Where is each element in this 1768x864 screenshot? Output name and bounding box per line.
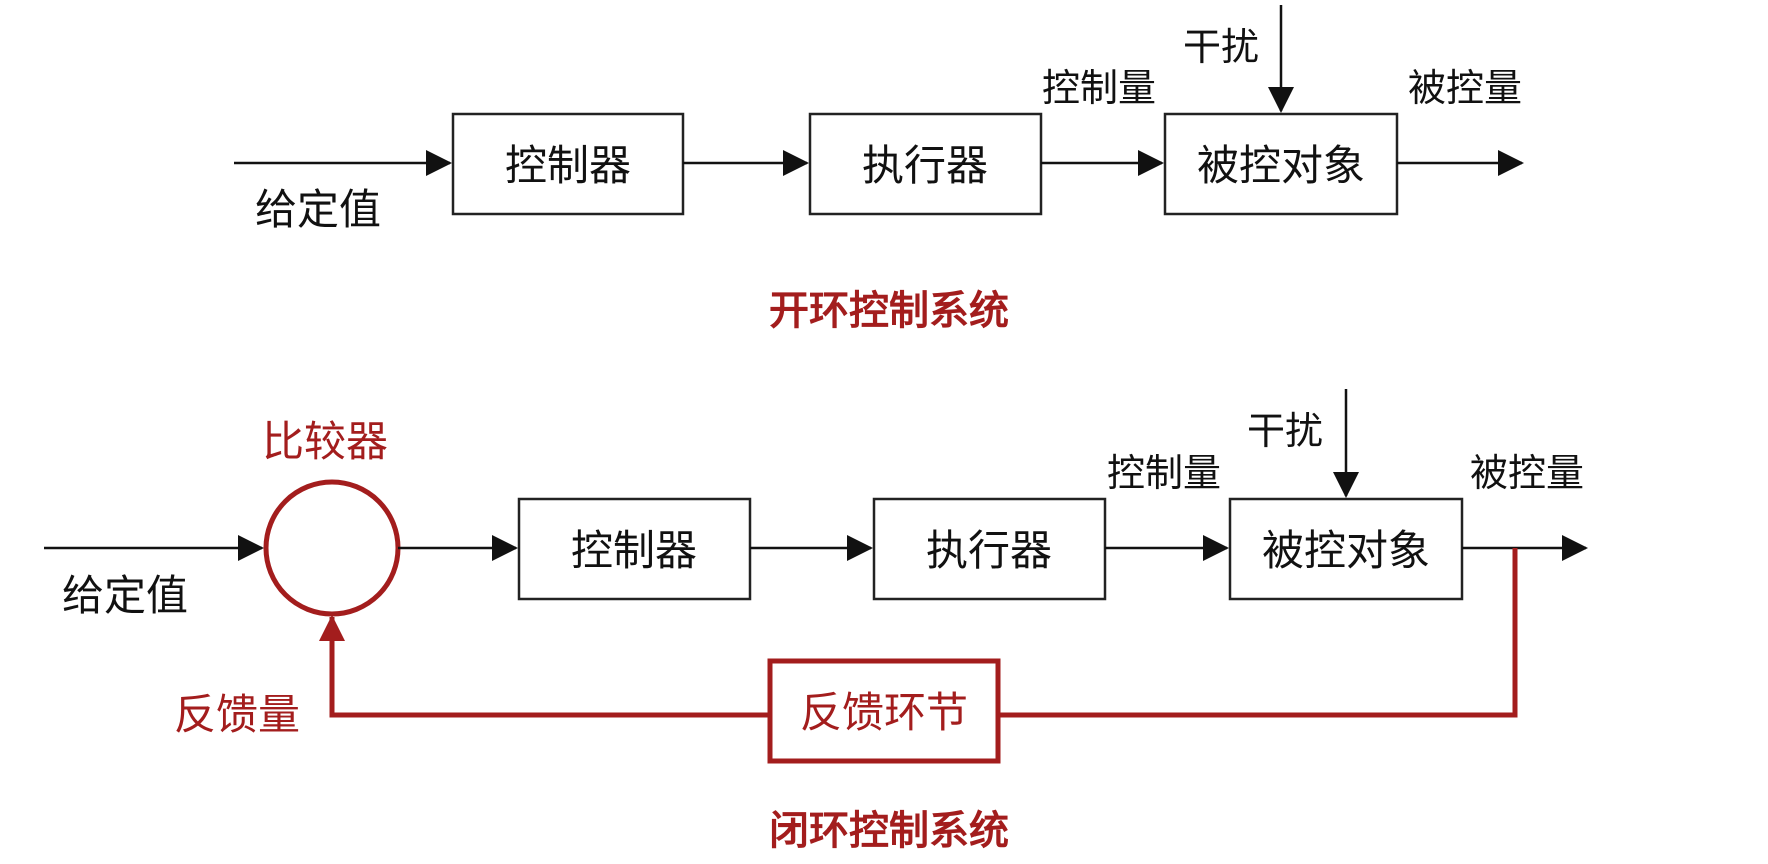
feedback-element-box — [767, 658, 1001, 764]
open-actuator-box — [808, 112, 1043, 216]
closed-plant-label: 被控对象 — [1262, 526, 1430, 575]
closed-disturbance-label: 干扰 — [1247, 409, 1323, 453]
open-actuator-label: 执行器 — [862, 141, 988, 190]
open-control-variable-label: 控制量 — [1042, 66, 1156, 110]
feedback-path-left — [319, 615, 770, 718]
closed-control-variable-label: 控制量 — [1107, 451, 1221, 495]
feedback-element-label: 反馈环节 — [800, 688, 968, 737]
open-loop-title: 开环控制系统 — [769, 288, 1009, 334]
comparator-circle — [263, 479, 401, 617]
closed-plant-box — [1228, 497, 1464, 601]
open-plant-label: 被控对象 — [1197, 141, 1365, 190]
closed-loop-diagram: 给定值 比较器 控制器 执行器 控制量 被控对象 干扰 被控量 反馈环节 反馈量… — [44, 389, 1588, 854]
open-output-label: 被控量 — [1408, 66, 1522, 110]
closed-controller-label: 控制器 — [571, 526, 697, 575]
closed-output-label: 被控量 — [1470, 451, 1584, 495]
feedback-signal-label: 反馈量 — [174, 690, 300, 739]
closed-controller-box — [517, 497, 752, 601]
comparator-label: 比较器 — [262, 417, 388, 466]
closed-loop-title: 闭环控制系统 — [769, 808, 1009, 854]
open-controller-label: 控制器 — [505, 141, 631, 190]
open-loop-diagram: 给定值 控制器 执行器 控制量 被控对象 干扰 被控量 开环控制系统 — [234, 5, 1524, 334]
closed-actuator-label: 执行器 — [926, 526, 1052, 575]
open-plant-box — [1163, 112, 1399, 216]
open-disturbance-label: 干扰 — [1183, 25, 1259, 69]
closed-input-label: 给定值 — [62, 571, 188, 620]
open-input-label: 给定值 — [255, 185, 381, 234]
feedback-path-right — [1000, 548, 1518, 718]
